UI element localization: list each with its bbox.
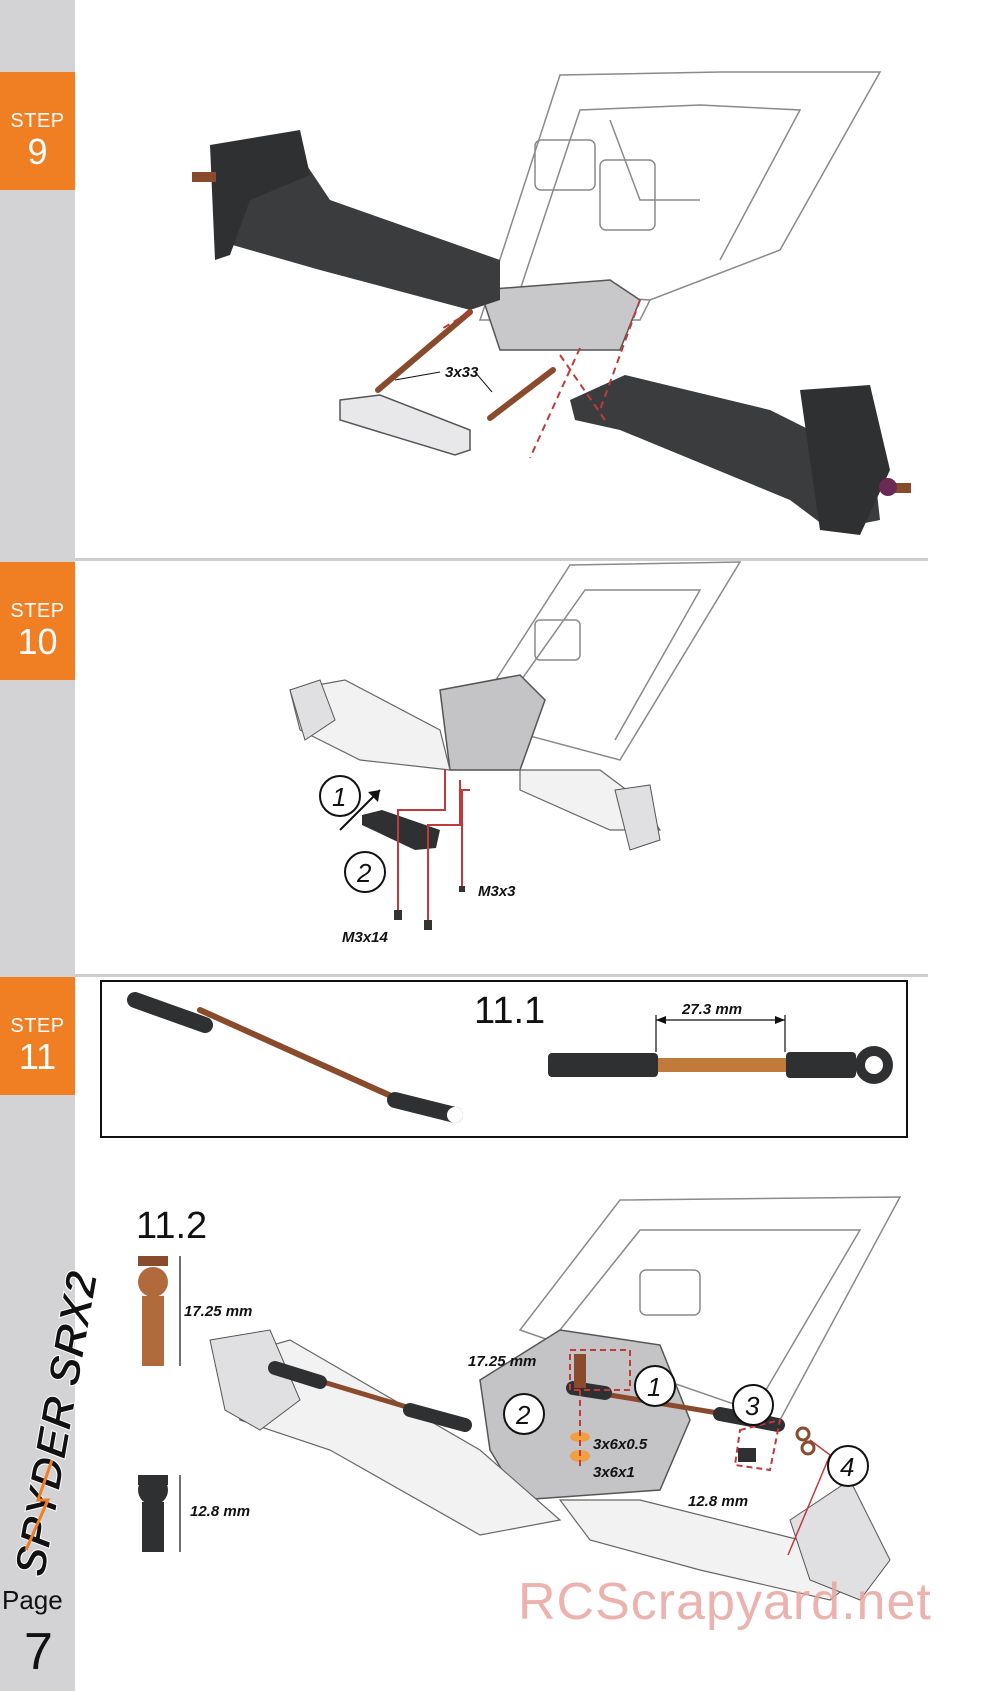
step-10-chassis <box>468 561 742 761</box>
step-10-screw-short-label: M3x3 <box>478 883 516 900</box>
step-11-2-ball-long-head <box>138 1256 168 1266</box>
step-10-illustration: 1 2 M3x3 M3x14 <box>289 561 742 946</box>
step-10-number: 10 <box>17 621 58 662</box>
step-11-2-callout-3-text: 3 <box>745 1391 760 1421</box>
step-11-2-ball-short-shaft <box>142 1502 164 1552</box>
step-11-1-frame <box>100 980 908 1138</box>
step-11-2-callout-4 <box>827 1445 869 1487</box>
logo-swoosh-icon <box>24 1459 54 1551</box>
step-9-pin-leader-b <box>474 371 493 393</box>
step-11-1-rod-end-a <box>127 992 213 1033</box>
step-11-2-ball-short-callout: 12.8 mm <box>688 1493 748 1510</box>
step-10-screw-long-label: M3x14 <box>342 929 389 946</box>
step-10-callout-2-text: 2 <box>356 858 372 888</box>
step-11-2-ball-long-label: 17.25 mm <box>184 1303 252 1320</box>
step-10-bulkhead <box>439 674 546 771</box>
step-11-2-illustration: 17.25 mm 12.8 mm <box>138 1196 902 1601</box>
step-11-2-short-stud <box>738 1448 756 1462</box>
step-11-1-illustration: 27.3 mm <box>127 992 893 1123</box>
step-9-right-hub <box>800 385 890 535</box>
step-9-pin-label: 3x33 <box>445 364 479 381</box>
step-9-pin-leader-a <box>394 371 441 381</box>
step-11-1-dim-arrow-right-icon <box>775 1016 785 1024</box>
step-11-1-straight-eye-inner <box>865 1056 883 1074</box>
divider-step-10 <box>75 558 928 561</box>
watermark: RCScrapyard.net <box>518 1573 932 1631</box>
step-11-label: STEP <box>10 1015 65 1037</box>
step-11-2-ball-short-head <box>138 1475 168 1485</box>
step-9-illustration: 3x33 <box>192 71 911 535</box>
step-9-pin-b <box>487 367 556 421</box>
step-9-number: 9 <box>27 131 48 172</box>
step-10-left-arm <box>289 679 451 771</box>
step-10-label: STEP <box>10 600 65 622</box>
step-10-skid-plate <box>362 810 440 850</box>
page-number: 7 <box>24 1623 53 1681</box>
step-11-1-turnbuckle-rod <box>197 1007 403 1103</box>
step-11-2-ball-short-label: 12.8 mm <box>190 1503 250 1520</box>
step-11-2-washer-thin-label: 3x6x0.5 <box>593 1436 648 1453</box>
step-11-2-washer-thin <box>570 1432 590 1442</box>
step-11-2-left-link-end-b <box>403 1403 472 1432</box>
step-11-2-guides <box>569 1349 782 1472</box>
step-9-left-axle <box>192 172 216 182</box>
step-10-guides <box>397 770 470 920</box>
step-10-callout-1 <box>319 775 361 817</box>
step-10-screw-b <box>424 920 432 930</box>
step-11-1-straight-end-b <box>786 1052 856 1078</box>
step-11-2-stud <box>574 1354 586 1388</box>
step-9-guides <box>439 299 641 459</box>
step-11-2-bulkhead <box>479 1329 691 1501</box>
step-10-right-hub <box>614 784 661 851</box>
step-11-2-washer-thick-label: 3x6x1 <box>593 1464 635 1481</box>
step-9-bulkhead <box>478 279 641 351</box>
step-11-2-callout-3 <box>732 1384 774 1426</box>
step-11-2-ball-long-shaft <box>142 1296 164 1366</box>
step-10-screw-a <box>394 910 402 920</box>
step-11-1-straight-rod <box>658 1058 786 1072</box>
step-11-2-callout-1 <box>634 1365 676 1407</box>
step-11-1-dim-arrow-left-icon <box>656 1016 666 1024</box>
step-11-1-rod-end-b <box>387 1092 463 1123</box>
step-10-tab: STEP 10 <box>0 562 75 680</box>
step-10-set-screw <box>459 886 465 892</box>
step-10-callout-2 <box>344 851 386 893</box>
step-10-arrow-head-icon <box>368 790 380 802</box>
sidebar <box>0 0 75 1691</box>
step-11-2-callout-1-text: 1 <box>647 1372 661 1402</box>
step-9-label: STEP <box>10 110 65 132</box>
step-10-left-hub <box>289 679 336 741</box>
step-11-1-straight-end-a <box>548 1053 658 1077</box>
step-11-2-pointer <box>787 1439 831 1556</box>
step-11-tab: STEP 11 <box>0 977 75 1095</box>
step-11-2-left-link-end-a <box>268 1361 327 1389</box>
step-11-1-rod-end-eye <box>447 1107 463 1123</box>
step-11-2-title: 11.2 <box>136 1205 208 1247</box>
step-9-left-hub <box>210 130 310 260</box>
page-label: Page <box>2 1585 63 1615</box>
step-11-2-right-hub <box>789 1479 891 1601</box>
step-11-number: 11 <box>18 1036 57 1077</box>
step-10-callout-1-text: 1 <box>332 782 346 812</box>
step-11-2-spacer-b <box>800 1440 816 1456</box>
step-11-2-chassis <box>518 1196 902 1421</box>
step-11-2-callout-2-text: 2 <box>515 1400 531 1430</box>
step-9-right-bearing <box>879 478 897 496</box>
step-9-right-axle <box>885 483 911 493</box>
step-11-1-title: 11.1 <box>474 990 546 1032</box>
divider-step-11 <box>75 974 928 977</box>
step-11-2-spacer-a <box>795 1426 811 1442</box>
step-11-2-callout-4-text: 4 <box>840 1452 854 1482</box>
step-9-pin-a <box>375 309 473 393</box>
step-9-right-arm <box>570 375 880 530</box>
step-11-1-dimension: 27.3 mm <box>681 1001 742 1018</box>
step-11-2-ball-long-callout: 17.25 mm <box>468 1353 536 1370</box>
step-9-plate <box>339 394 471 456</box>
step-11-2-left-hub <box>209 1329 301 1431</box>
step-9-chassis <box>478 71 882 321</box>
step-9-tab: STEP 9 <box>0 72 75 190</box>
step-11-2-ball-long <box>138 1267 168 1297</box>
step-11-2-callout-2 <box>503 1393 545 1435</box>
